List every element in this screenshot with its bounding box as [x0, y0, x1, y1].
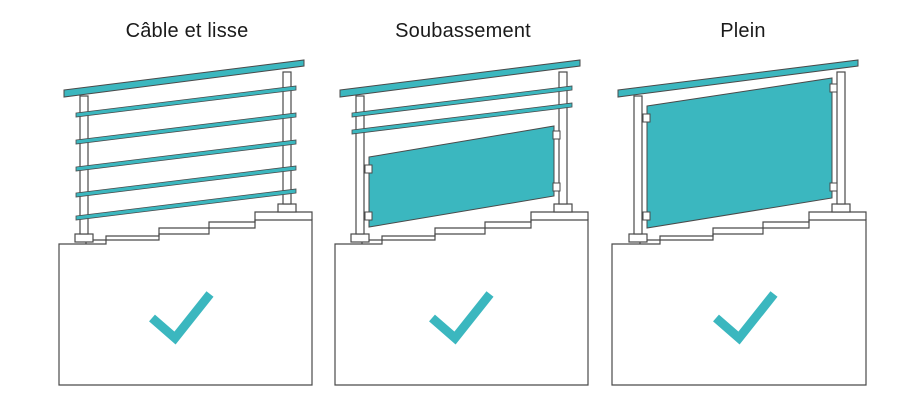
- panel-clamp: [829, 182, 838, 192]
- railing-type-lower-panel: Soubassement: [318, 0, 608, 401]
- handrail: [339, 59, 581, 98]
- railing-diagram: [611, 59, 867, 386]
- railing-type-cable: Câble et lisse: [42, 0, 332, 401]
- handrail: [617, 59, 859, 98]
- post-base-left: [628, 233, 648, 243]
- lower-panel-icon: [368, 125, 555, 228]
- panel-clamp: [552, 182, 561, 192]
- cable: [351, 102, 573, 135]
- panel-clamp: [829, 83, 838, 93]
- post-base-right: [831, 203, 851, 213]
- railing-type-full-panel: Plein: [598, 0, 888, 401]
- panel-title: Plein: [720, 20, 766, 42]
- handrail: [63, 59, 305, 98]
- post-left: [355, 95, 365, 235]
- stair-base: [58, 219, 313, 386]
- post-left: [79, 95, 89, 235]
- post-right: [836, 71, 846, 205]
- post-base-right: [553, 203, 573, 213]
- post-right: [282, 71, 292, 205]
- checkmark-icon: [149, 291, 214, 345]
- post-base-left: [74, 233, 94, 243]
- checkmark-icon: [429, 291, 494, 345]
- post-left: [633, 95, 643, 235]
- stair-top: [361, 211, 589, 244]
- post-base-right: [277, 203, 297, 213]
- cables-icon: [75, 85, 297, 221]
- stair-base: [611, 219, 867, 386]
- checkmark-icon: [713, 291, 778, 345]
- stair-top: [639, 211, 867, 244]
- full-panel-icon: [646, 77, 833, 229]
- panel-clamp: [364, 164, 373, 174]
- railing-diagram: [334, 59, 589, 386]
- post-base-left: [350, 233, 370, 243]
- panel-clamp: [364, 211, 373, 221]
- stair-top: [85, 211, 313, 244]
- panel-clamp: [642, 211, 651, 221]
- stair-base: [334, 219, 589, 386]
- railing-diagram: [58, 59, 313, 386]
- panel-clamp: [552, 130, 561, 140]
- cable: [351, 85, 573, 118]
- panel-title: Soubassement: [395, 20, 531, 42]
- panel-title: Câble et lisse: [125, 20, 249, 42]
- panel-clamp: [642, 113, 651, 123]
